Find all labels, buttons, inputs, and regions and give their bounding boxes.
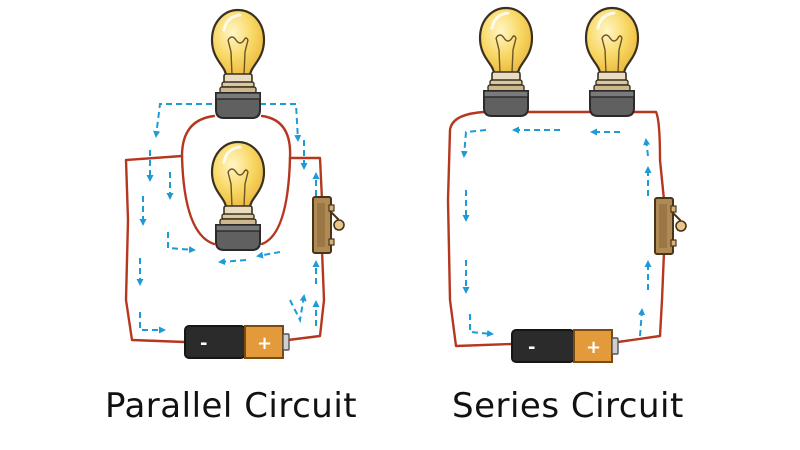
battery-negative-label: - <box>528 337 535 358</box>
light-bulb-icon <box>478 6 534 118</box>
battery-positive-label: + <box>257 333 272 354</box>
series-circuit: - + <box>446 6 687 363</box>
battery-icon: - + <box>511 329 619 363</box>
light-bulb-icon <box>210 8 266 120</box>
battery-icon: - + <box>184 325 290 359</box>
parallel-current-arrows <box>136 103 320 334</box>
series-current-arrows <box>460 126 652 338</box>
parallel-circuit-caption: Parallel Circuit <box>105 386 358 426</box>
battery-positive-label: + <box>586 337 601 358</box>
parallel-wires <box>124 114 326 344</box>
light-bulb-icon <box>210 140 266 252</box>
light-bulb-icon <box>584 6 640 118</box>
series-circuit-caption: Series Circuit <box>452 386 684 426</box>
series-wires <box>446 110 666 348</box>
knife-switch-icon <box>654 197 687 255</box>
battery-negative-label: - <box>200 333 207 354</box>
knife-switch-icon <box>312 196 345 254</box>
parallel-circuit: - + <box>124 8 345 359</box>
